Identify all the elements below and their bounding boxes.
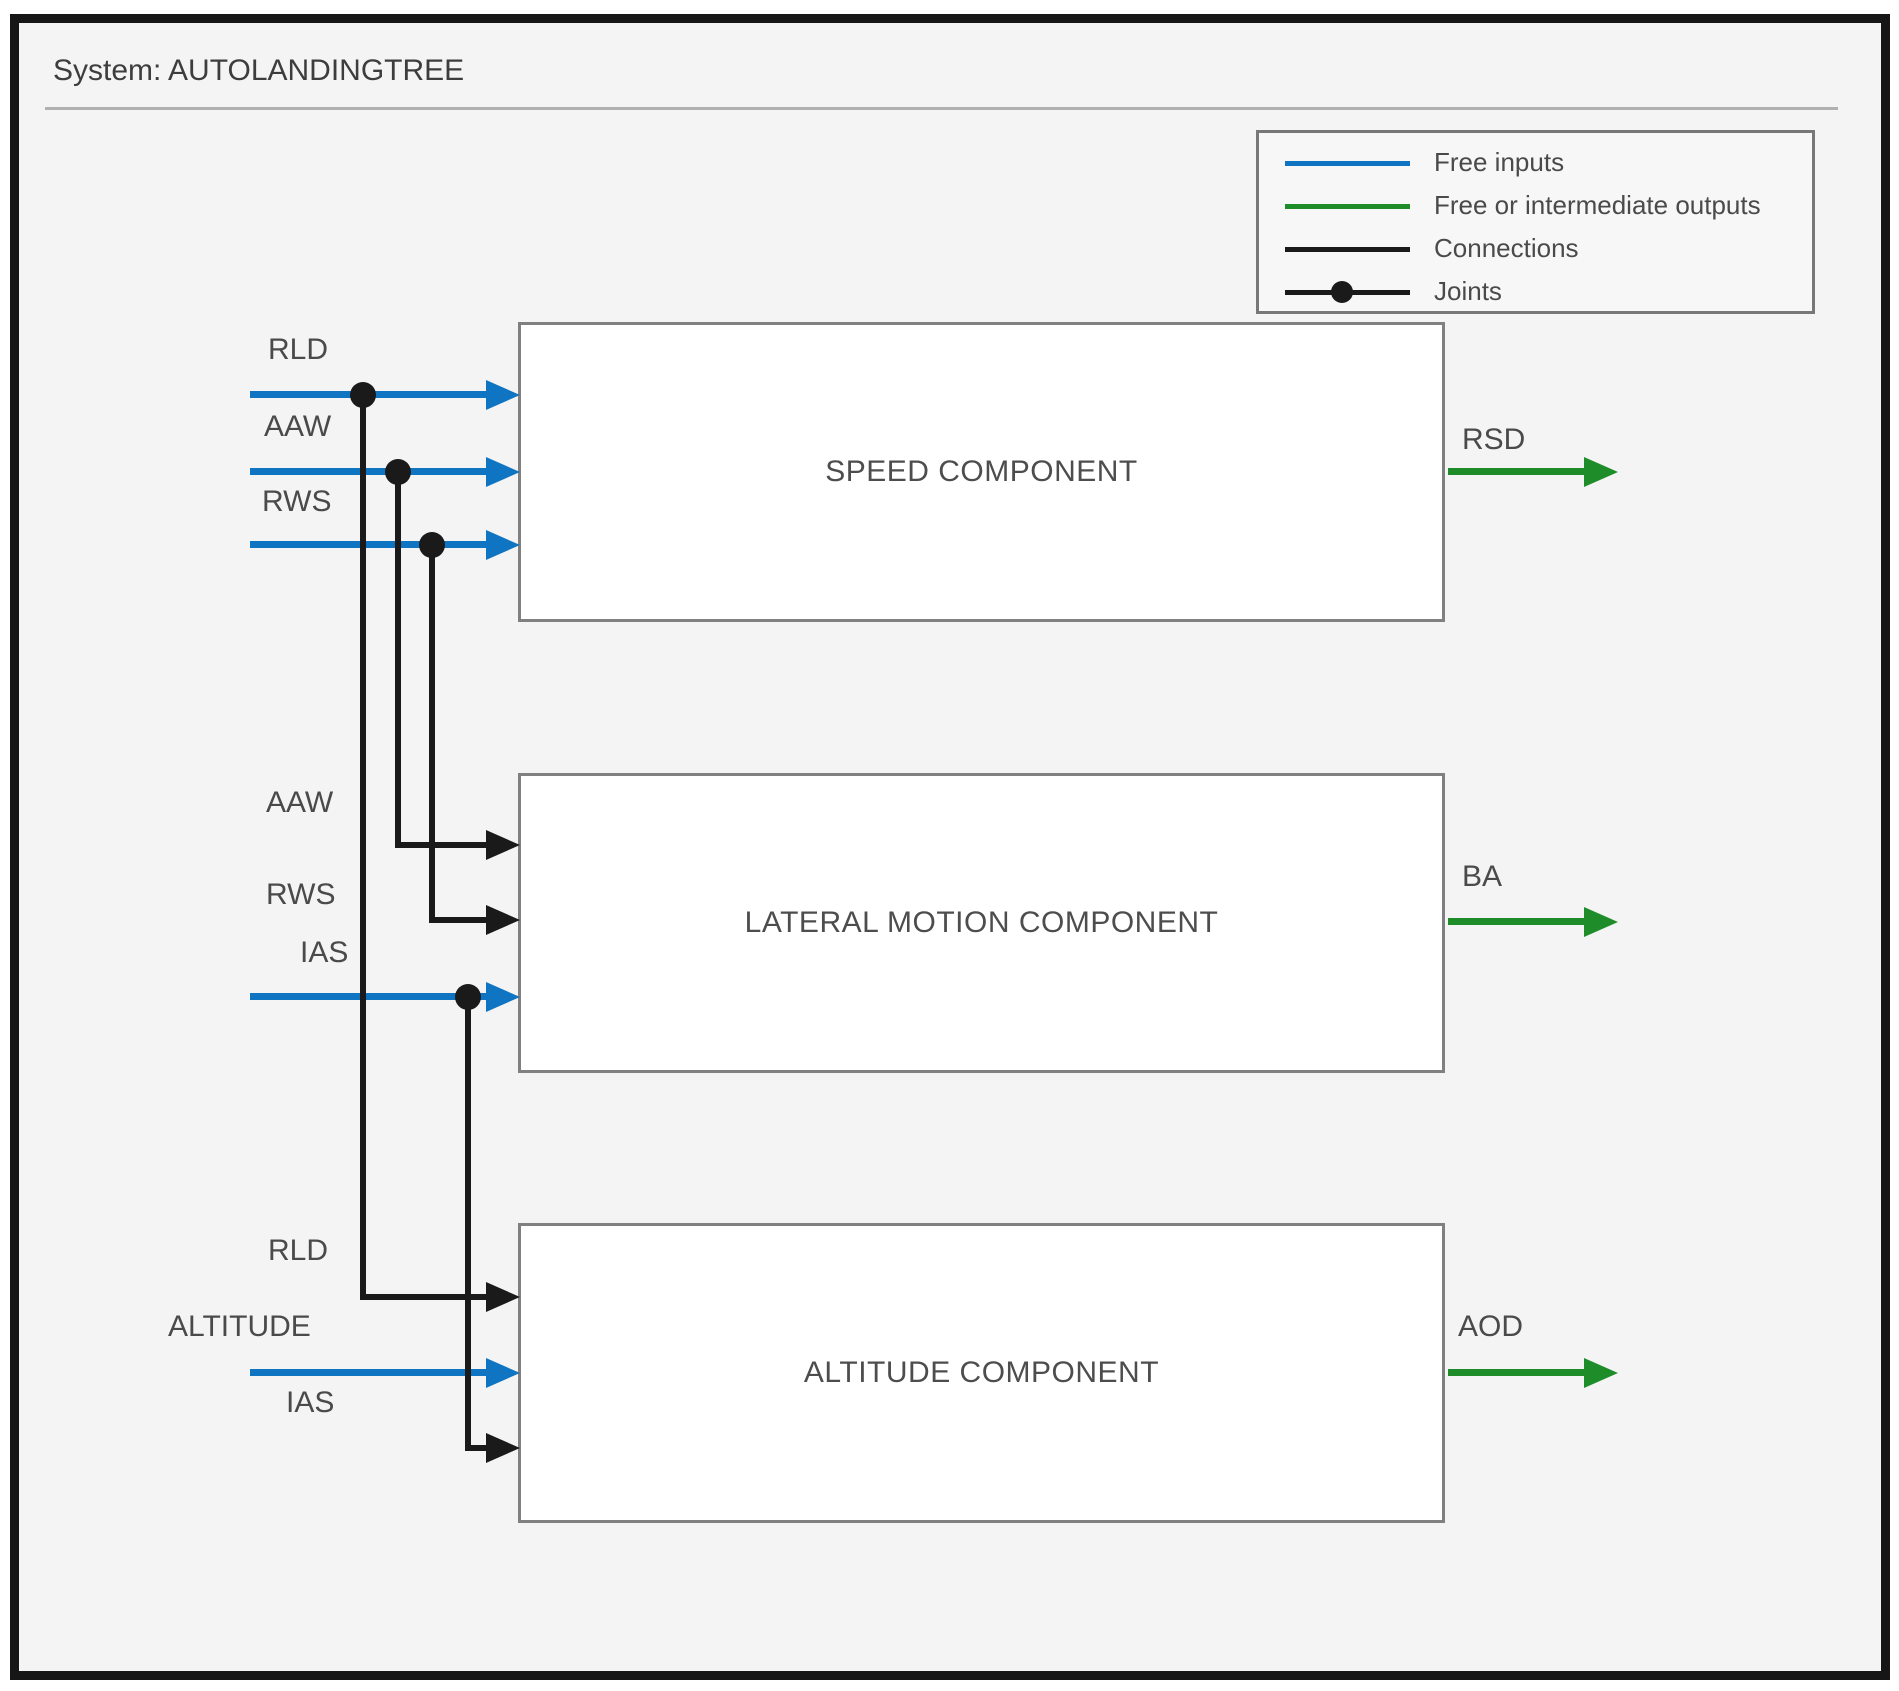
input-label-rws-speed: RWS — [262, 485, 332, 518]
arrowhead-rsd-output — [1584, 457, 1618, 487]
input-label-ias-lateral: IAS — [300, 936, 349, 969]
connection-aaw-to-lateral-horizontal[interactable] — [395, 842, 488, 848]
legend-joint-dot — [1331, 280, 1353, 303]
joint-ias — [455, 984, 481, 1010]
joint-aaw — [385, 459, 411, 485]
free-inputs-line-icon — [1285, 150, 1410, 176]
legend-item-free-inputs: Free inputs — [1285, 141, 1812, 184]
free-outputs-line-icon — [1285, 193, 1410, 219]
wire-altitude-input[interactable] — [250, 1369, 486, 1376]
connection-aaw-to-lateral-vertical[interactable] — [395, 472, 401, 848]
input-label-altitude-altitude: ALTITUDE — [168, 1310, 311, 1343]
wire-rws-input[interactable] — [250, 541, 486, 548]
output-label-aod: AOD — [1458, 1310, 1524, 1343]
arrowhead-aod-output — [1584, 1358, 1618, 1388]
legend-item-connections: Connections — [1285, 227, 1812, 270]
arrowhead-aaw-input — [486, 457, 520, 487]
arrowhead-rld-input — [486, 380, 520, 410]
arrowhead-rws-input — [486, 530, 520, 560]
legend-item-label: Free or intermediate outputs — [1434, 190, 1761, 220]
component-label: LATERAL MOTION COMPONENT — [744, 906, 1219, 939]
input-label-ias-altitude: IAS — [286, 1386, 335, 1419]
connection-ias-to-altitude-vertical[interactable] — [465, 997, 471, 1451]
arrowhead-aaw-to-lateral — [486, 830, 520, 860]
input-label-rws-lateral: RWS — [266, 878, 336, 911]
arrowhead-rld-to-altitude — [486, 1282, 520, 1312]
input-label-aaw-lateral: AAW — [266, 786, 334, 819]
legend-line-sample — [1285, 160, 1410, 166]
component-label: SPEED COMPONENT — [825, 455, 1138, 488]
legend-item-label: Free inputs — [1434, 147, 1565, 177]
input-label-rld-speed: RLD — [268, 333, 329, 366]
legend-item-label: Connections — [1434, 233, 1579, 263]
output-label-rsd: RSD — [1462, 423, 1526, 456]
connection-rws-to-lateral-vertical[interactable] — [429, 545, 435, 923]
joint-rld — [350, 382, 376, 408]
arrowhead-rws-to-lateral — [486, 905, 520, 935]
component-altitude[interactable]: ALTITUDE COMPONENT — [518, 1223, 1445, 1523]
legend-item-free-outputs: Free or intermediate outputs — [1285, 184, 1812, 227]
title-separator — [45, 107, 1838, 110]
joints-line-icon — [1285, 279, 1410, 305]
component-lateral-motion[interactable]: LATERAL MOTION COMPONENT — [518, 773, 1445, 1073]
input-label-rld-altitude: RLD — [268, 1234, 329, 1267]
output-label-ba: BA — [1462, 860, 1503, 893]
legend-line-sample — [1285, 203, 1410, 209]
component-speed[interactable]: SPEED COMPONENT — [518, 322, 1445, 622]
page-title: System: AUTOLANDINGTREE — [53, 54, 465, 87]
wire-aaw-input[interactable] — [250, 468, 486, 475]
wire-rsd-output[interactable] — [1448, 468, 1584, 475]
component-label: ALTITUDE COMPONENT — [803, 1356, 1160, 1389]
arrowhead-ias-to-altitude — [486, 1433, 520, 1463]
legend-item-joints: Joints — [1285, 270, 1812, 313]
arrowhead-ba-output — [1584, 907, 1618, 937]
connection-rld-to-altitude-horizontal[interactable] — [360, 1294, 488, 1300]
connections-line-icon — [1285, 236, 1410, 262]
legend-item-label: Joints — [1434, 276, 1502, 306]
joint-rws — [419, 532, 445, 558]
connection-rws-to-lateral-horizontal[interactable] — [429, 917, 488, 923]
connection-rld-to-altitude-vertical[interactable] — [360, 395, 366, 1300]
legend: Free inputs Free or intermediate outputs… — [1256, 130, 1815, 314]
input-label-aaw-speed: AAW — [264, 410, 332, 443]
connection-ias-to-altitude-horizontal[interactable] — [465, 1445, 488, 1451]
legend-line-sample — [1285, 246, 1410, 252]
wire-ias-input[interactable] — [250, 993, 486, 1000]
arrowhead-altitude-input — [486, 1358, 520, 1388]
arrowhead-ias-input — [486, 982, 520, 1012]
wire-ba-output[interactable] — [1448, 918, 1584, 925]
wire-aod-output[interactable] — [1448, 1369, 1584, 1376]
